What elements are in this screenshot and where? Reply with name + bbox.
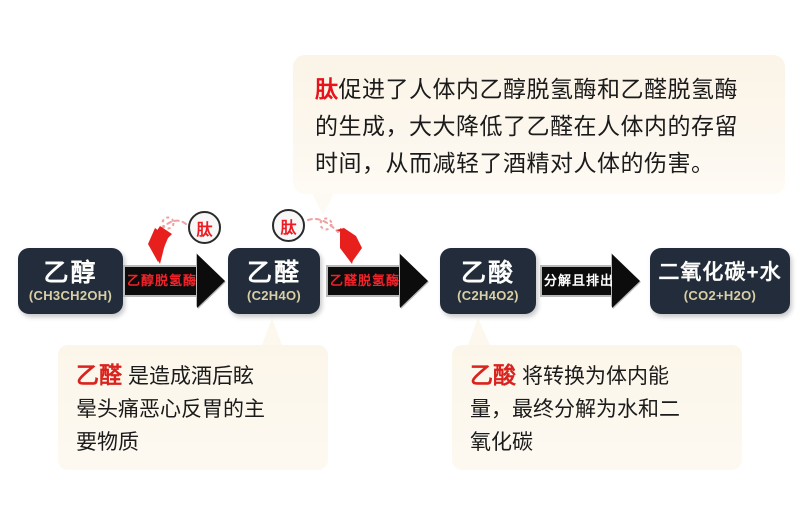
br-line-3: 氧化碳 [470,431,533,454]
flow-arrow-aldehyde-dehydrogenase: 乙醛脱氢酶 [326,254,429,308]
callout-line-2: 的生成，大大降低了乙醛在人体内的存留 [315,113,738,139]
metabolism-flow: 乙醇 (CH3CH2OH) 乙醇脱氢酶 乙醛 (C2H4O) 乙醛脱氢酶 乙酸 … [0,248,800,320]
callout-highlight-peptide: 肽 [315,76,339,102]
flow-arrow-2-shaft [326,265,402,297]
flow-arrow-1-label: 乙醇脱氢酶 [127,273,198,288]
peptide-badge-2-label: 肽 [280,219,297,237]
flow-node-ethanol-formula: (CH3CH2OH) [28,287,113,303]
br-line-1-text: 将转换为体内能 [522,365,669,388]
callout-line-3: 时间，从而减轻了酒精对人体的伤害。 [315,150,715,176]
br-line-1: 乙酸将转换为体内能 [470,359,726,393]
peptide-dashed-line-2 [307,218,339,233]
bl-highlight-acetaldehyde: 乙醛 [76,362,122,388]
peptide-loop-1 [161,216,175,230]
bottom-right-callout-tail [468,318,490,345]
flow-arrow-decompose-excrete: 分解且排出 [540,254,640,308]
br-highlight-acetic-acid: 乙酸 [470,362,516,388]
flow-arrow-3-head [612,254,640,308]
acetic-acid-note-callout: 乙酸将转换为体内能 量，最终分解为水和二 氧化碳 [452,345,742,470]
bl-line-3: 要物质 [76,431,139,454]
bottom-left-callout-tail [262,318,282,345]
flow-node-acetic-acid: 乙酸 (C2H4O2) [440,248,536,314]
flow-node-acetaldehyde-title: 乙醛 [246,258,301,287]
top-callout-tail [312,193,334,215]
acetaldehyde-note-callout: 乙醛是造成酒后眩 晕头痛恶心反胃的主 要物质 [58,345,328,470]
flow-node-acetic-acid-formula: (C2H4O2) [457,287,519,303]
flow-node-acetic-acid-title: 乙酸 [460,258,515,287]
callout-line-1-text: 促进了人体内乙醇脱氢酶和乙醛脱氢酶 [338,76,738,102]
peptide-badge-1: 肽 [188,211,221,244]
flow-node-co2-water-formula: (CO2+H2O) [683,287,757,303]
flow-node-co2-water: 二氧化碳+水 (CO2+H2O) [650,248,790,314]
bl-line-1: 乙醛是造成酒后眩 [76,359,312,393]
peptide-benefit-callout: 肽促进了人体内乙醇脱氢酶和乙醛脱氢酶 的生成，大大降低了乙醛在人体内的存留 时间… [293,55,785,194]
flow-node-ethanol-title: 乙醇 [43,258,98,287]
callout-line-1: 肽促进了人体内乙醇脱氢酶和乙醛脱氢酶 [315,71,765,108]
flow-arrow-1-head [197,254,225,308]
flow-node-co2-water-title: 二氧化碳+水 [658,260,782,284]
peptide-badge-2: 肽 [272,209,305,242]
flow-node-acetaldehyde: 乙醛 (C2H4O) [228,248,320,314]
br-line-2: 量，最终分解为水和二 [470,398,680,421]
peptide-loop-2 [319,217,333,231]
flow-node-acetaldehyde-formula: (C2H4O) [246,287,302,303]
flow-arrow-2-head [400,254,428,308]
flow-arrow-3-shaft [540,265,614,297]
flow-arrow-1-shaft [123,265,199,297]
flow-arrow-2-label: 乙醛脱氢酶 [330,273,401,288]
peptide-dashed-line-1 [159,219,187,231]
flow-arrow-3-label: 分解且排出 [544,273,615,288]
flow-node-ethanol: 乙醇 (CH3CH2OH) [18,248,123,314]
peptide-badge-1-label: 肽 [196,221,213,239]
bl-line-1-text: 是造成酒后眩 [128,365,254,388]
bl-line-2: 晕头痛恶心反胃的主 [76,398,265,421]
flow-arrow-alcohol-dehydrogenase: 乙醇脱氢酶 [123,254,226,308]
